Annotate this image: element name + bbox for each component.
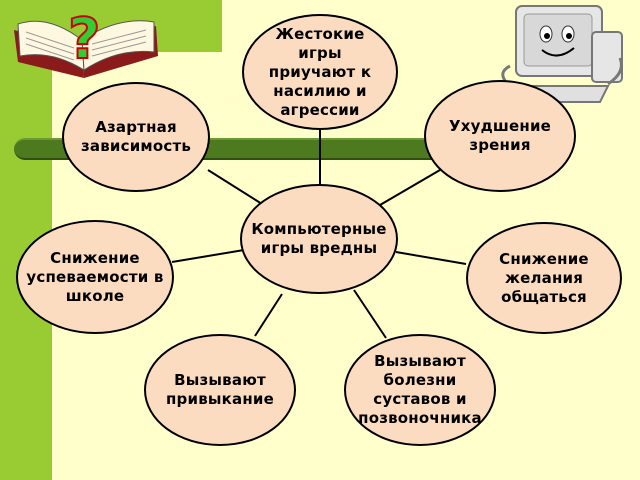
connector-top-right — [379, 169, 441, 206]
node-vision-deterioration: Ухудшение зрения — [424, 80, 576, 192]
node-cause-addiction: Вызывают привыкание — [144, 334, 296, 446]
connector-top-left — [207, 169, 263, 205]
connector-mid-right — [395, 251, 467, 265]
node-gambling-addiction: Азартная зависимость — [62, 82, 210, 192]
node-less-desire-to-communicate: Снижение желания общаться — [466, 222, 622, 334]
connector-bottom-right — [353, 289, 387, 339]
connector-bottom-left — [254, 293, 283, 337]
open-book-question-mark-icon: ? — [14, 6, 158, 78]
svg-text:?: ? — [68, 7, 100, 72]
node-center-games-harmful: Компьютерные игры вредны — [240, 184, 398, 294]
node-joint-spine-diseases: Вызывают болезни суставов и позвоночника — [344, 334, 496, 446]
node-lower-school-performance: Снижение успеваемости в школе — [16, 220, 174, 334]
node-violent-games: Жестокие игры приучают к насилию и агрес… — [242, 14, 398, 130]
connector-mid-left — [171, 249, 245, 263]
